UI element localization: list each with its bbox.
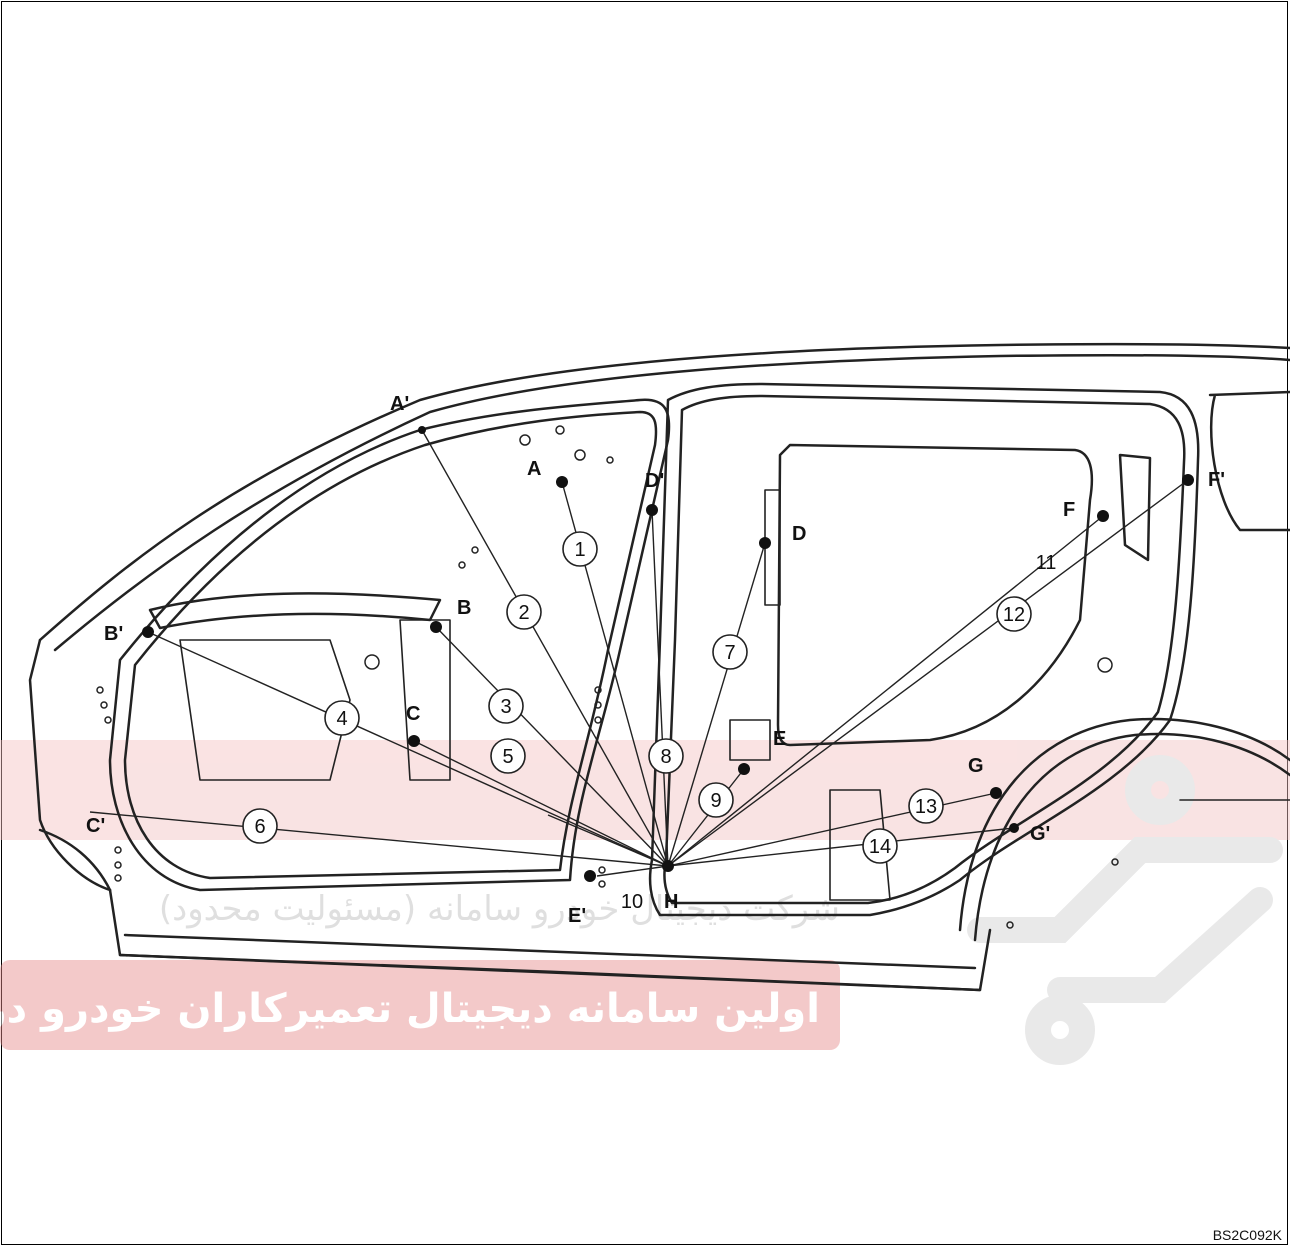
car-body-outline: [28, 342, 1290, 992]
callout-numbers: 1 2 3 4 5 6 7 8 9 10 11 12 13 14: [254, 539, 1056, 913]
callout-10: 10: [621, 891, 643, 913]
callout-5-circle: [490, 738, 526, 774]
point-g-prime-dot: [1009, 823, 1019, 833]
callout-5: 5: [502, 746, 513, 768]
label-e-prime: E': [568, 905, 586, 927]
figure-code: BS2C092K: [1212, 1227, 1282, 1243]
label-a-prime: A': [390, 393, 409, 415]
point-f-dot: [1097, 510, 1109, 522]
watermark: شرکت دیجیتال خودرو سامانه (مسئولیت محدود…: [0, 740, 1290, 1065]
point-a-dot: [556, 476, 568, 488]
callout-9-circle: [698, 782, 734, 818]
callout-12-circle: [996, 596, 1032, 632]
label-d: D: [792, 523, 806, 545]
callout-3: 3: [500, 696, 511, 718]
callout-9: 9: [710, 790, 721, 812]
label-b-prime: B': [104, 623, 123, 645]
point-b-prime-dot: [142, 626, 154, 638]
callout-1: 1: [574, 539, 585, 561]
label-a: A: [527, 458, 541, 480]
point-b-dot: [430, 621, 442, 633]
callout-1-circle: [562, 531, 598, 567]
label-g-prime: G': [1030, 823, 1050, 845]
callout-13: 13: [915, 796, 937, 818]
label-g: G: [968, 755, 984, 777]
point-c-dot: [408, 735, 420, 747]
callout-8: 8: [660, 746, 671, 768]
callout-2: 2: [518, 602, 529, 624]
label-c-prime: C': [86, 815, 105, 837]
leader-lines: [89, 429, 1189, 877]
point-a-prime-dot: [418, 426, 426, 434]
callout-6-circle: [242, 808, 278, 844]
point-d-dot: [759, 537, 771, 549]
watermark-line2: اولین سامانه دیجیتال تعمیرکاران خودرو در…: [0, 986, 820, 1032]
point-d-prime-dot: [646, 504, 658, 516]
callout-13-circle: [908, 788, 944, 824]
callout-7: 7: [724, 642, 735, 664]
label-d-prime: D': [645, 470, 664, 492]
callouts: [242, 531, 1032, 864]
callout-4: 4: [336, 708, 347, 730]
callout-12: 12: [1003, 604, 1025, 626]
point-h-dot: [662, 860, 674, 872]
label-c: C: [406, 703, 420, 725]
point-f-prime-dot: [1182, 474, 1194, 486]
label-f: F: [1063, 499, 1075, 521]
callout-14: 14: [869, 836, 891, 858]
point-e-prime-dot: [584, 870, 596, 882]
measurement-points: [142, 426, 1194, 882]
label-b: B: [457, 597, 471, 619]
callout-6: 6: [254, 816, 265, 838]
label-f-prime: F': [1208, 469, 1225, 491]
callout-7-circle: [712, 634, 748, 670]
label-e: E: [773, 728, 786, 750]
point-g-dot: [990, 787, 1002, 799]
watermark-line1: شرکت دیجیتال خودرو سامانه (مسئولیت محدود…: [159, 889, 840, 929]
callout-4-circle: [324, 700, 360, 736]
point-e-dot: [738, 763, 750, 775]
label-h: H: [664, 891, 678, 913]
point-labels: A' A B' B C C' D' D E E' F F' G G' H: [86, 393, 1225, 927]
callout-14-circle: [862, 828, 898, 864]
callout-8-circle: [648, 738, 684, 774]
callout-2-circle: [506, 594, 542, 630]
callout-3-circle: [488, 688, 524, 724]
callout-11: 11: [1036, 552, 1057, 574]
